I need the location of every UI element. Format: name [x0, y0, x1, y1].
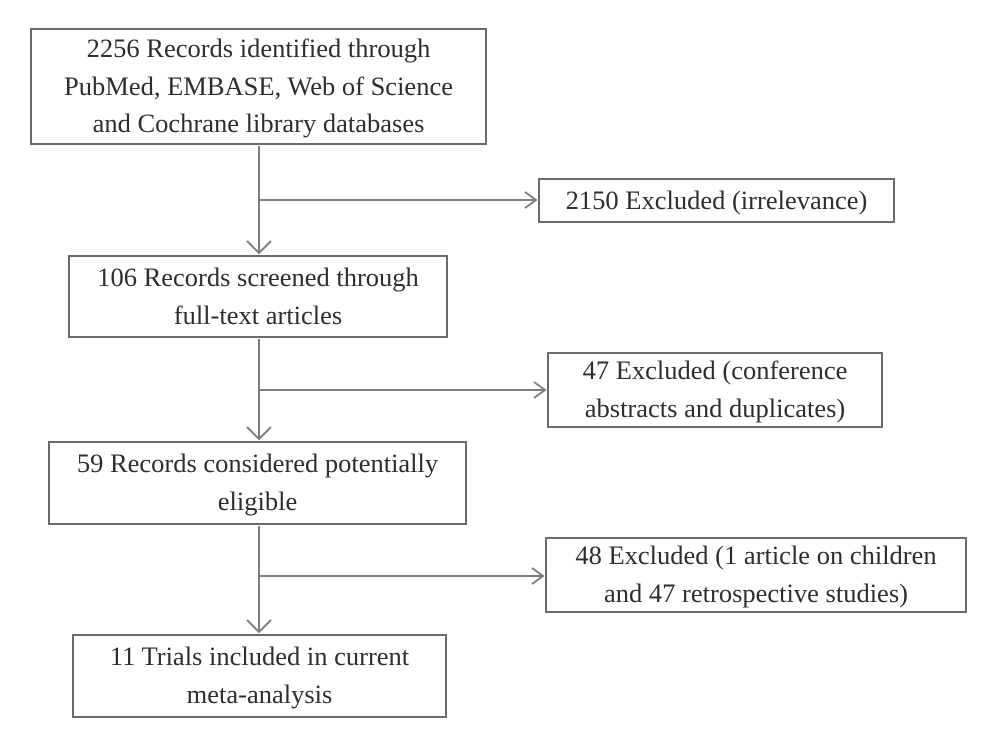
box-records-eligible: 59 Records considered potentially eligib…	[48, 441, 467, 525]
box-trials-included: 11 Trials included in current meta-analy…	[72, 634, 447, 718]
arrow-eligible-to-included	[246, 526, 272, 634]
box-excluded-children-retrospective: 48 Excluded (1 article on children and 4…	[545, 537, 967, 613]
box-records-identified: 2256 Records identified through PubMed, …	[30, 28, 487, 145]
arrow-screened-to-eligible	[246, 339, 272, 441]
box-records-screened: 106 Records screened through full-text a…	[68, 255, 448, 338]
arrow-to-excluded-irrelevance	[259, 191, 538, 209]
box-excluded-irrelevance: 2150 Excluded (irrelevance)	[538, 178, 895, 223]
arrow-to-excluded-conference	[259, 381, 547, 399]
arrow-to-excluded-retrospective	[259, 567, 545, 585]
box-excluded-conference-duplicates: 47 Excluded (conference abstracts and du…	[547, 352, 883, 428]
arrow-identified-to-screened	[246, 146, 272, 255]
